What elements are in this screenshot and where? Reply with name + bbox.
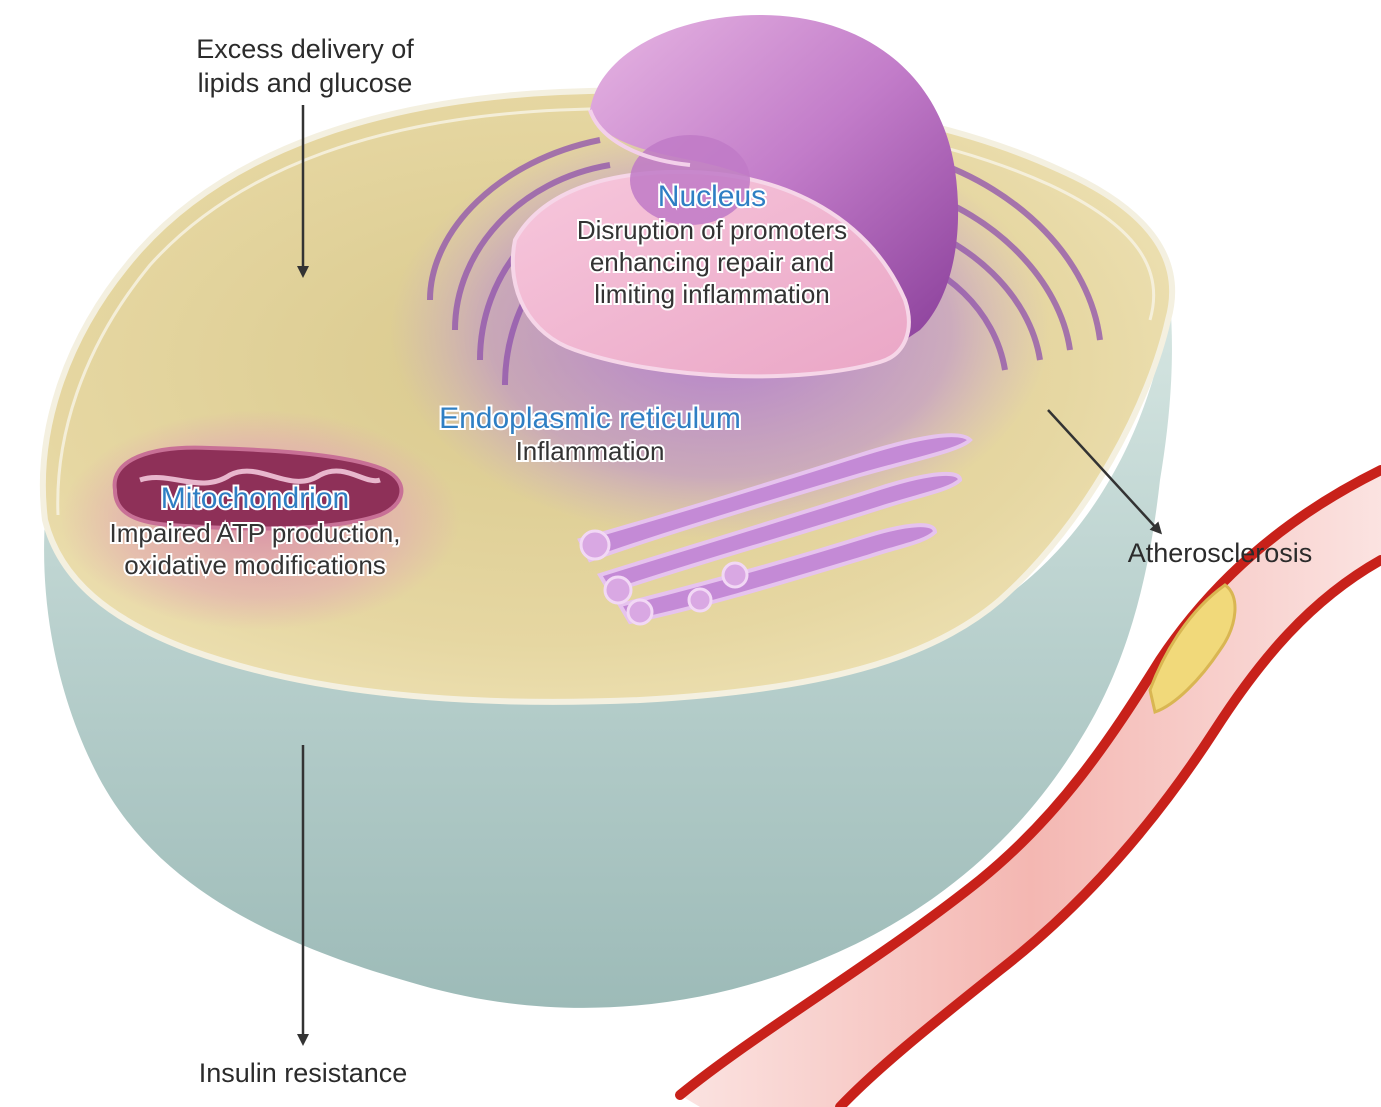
mitochondrion-label: Mitochondrion (161, 482, 349, 515)
nucleus-effect-line3: limiting inflammation (594, 279, 830, 309)
nucleus-label: Nucleus (658, 180, 766, 213)
nucleus-effect-line2: enhancing repair and (590, 247, 834, 277)
er-effect: Inflammation (516, 436, 665, 466)
mitochondrion-effect-line1: Impaired ATP production, (110, 518, 401, 548)
atherosclerosis-label: Atherosclerosis (1128, 538, 1313, 568)
nucleus-effect-line1: Disruption of promoters (577, 215, 847, 245)
insulin-resistance-label: Insulin resistance (199, 1058, 408, 1088)
input-label-line1: Excess delivery of (196, 34, 414, 64)
input-label-line2: lipids and glucose (198, 68, 413, 98)
er-label: Endoplasmic reticulum (439, 402, 741, 435)
mitochondrion-effect-line2: oxidative modifications (124, 550, 386, 580)
